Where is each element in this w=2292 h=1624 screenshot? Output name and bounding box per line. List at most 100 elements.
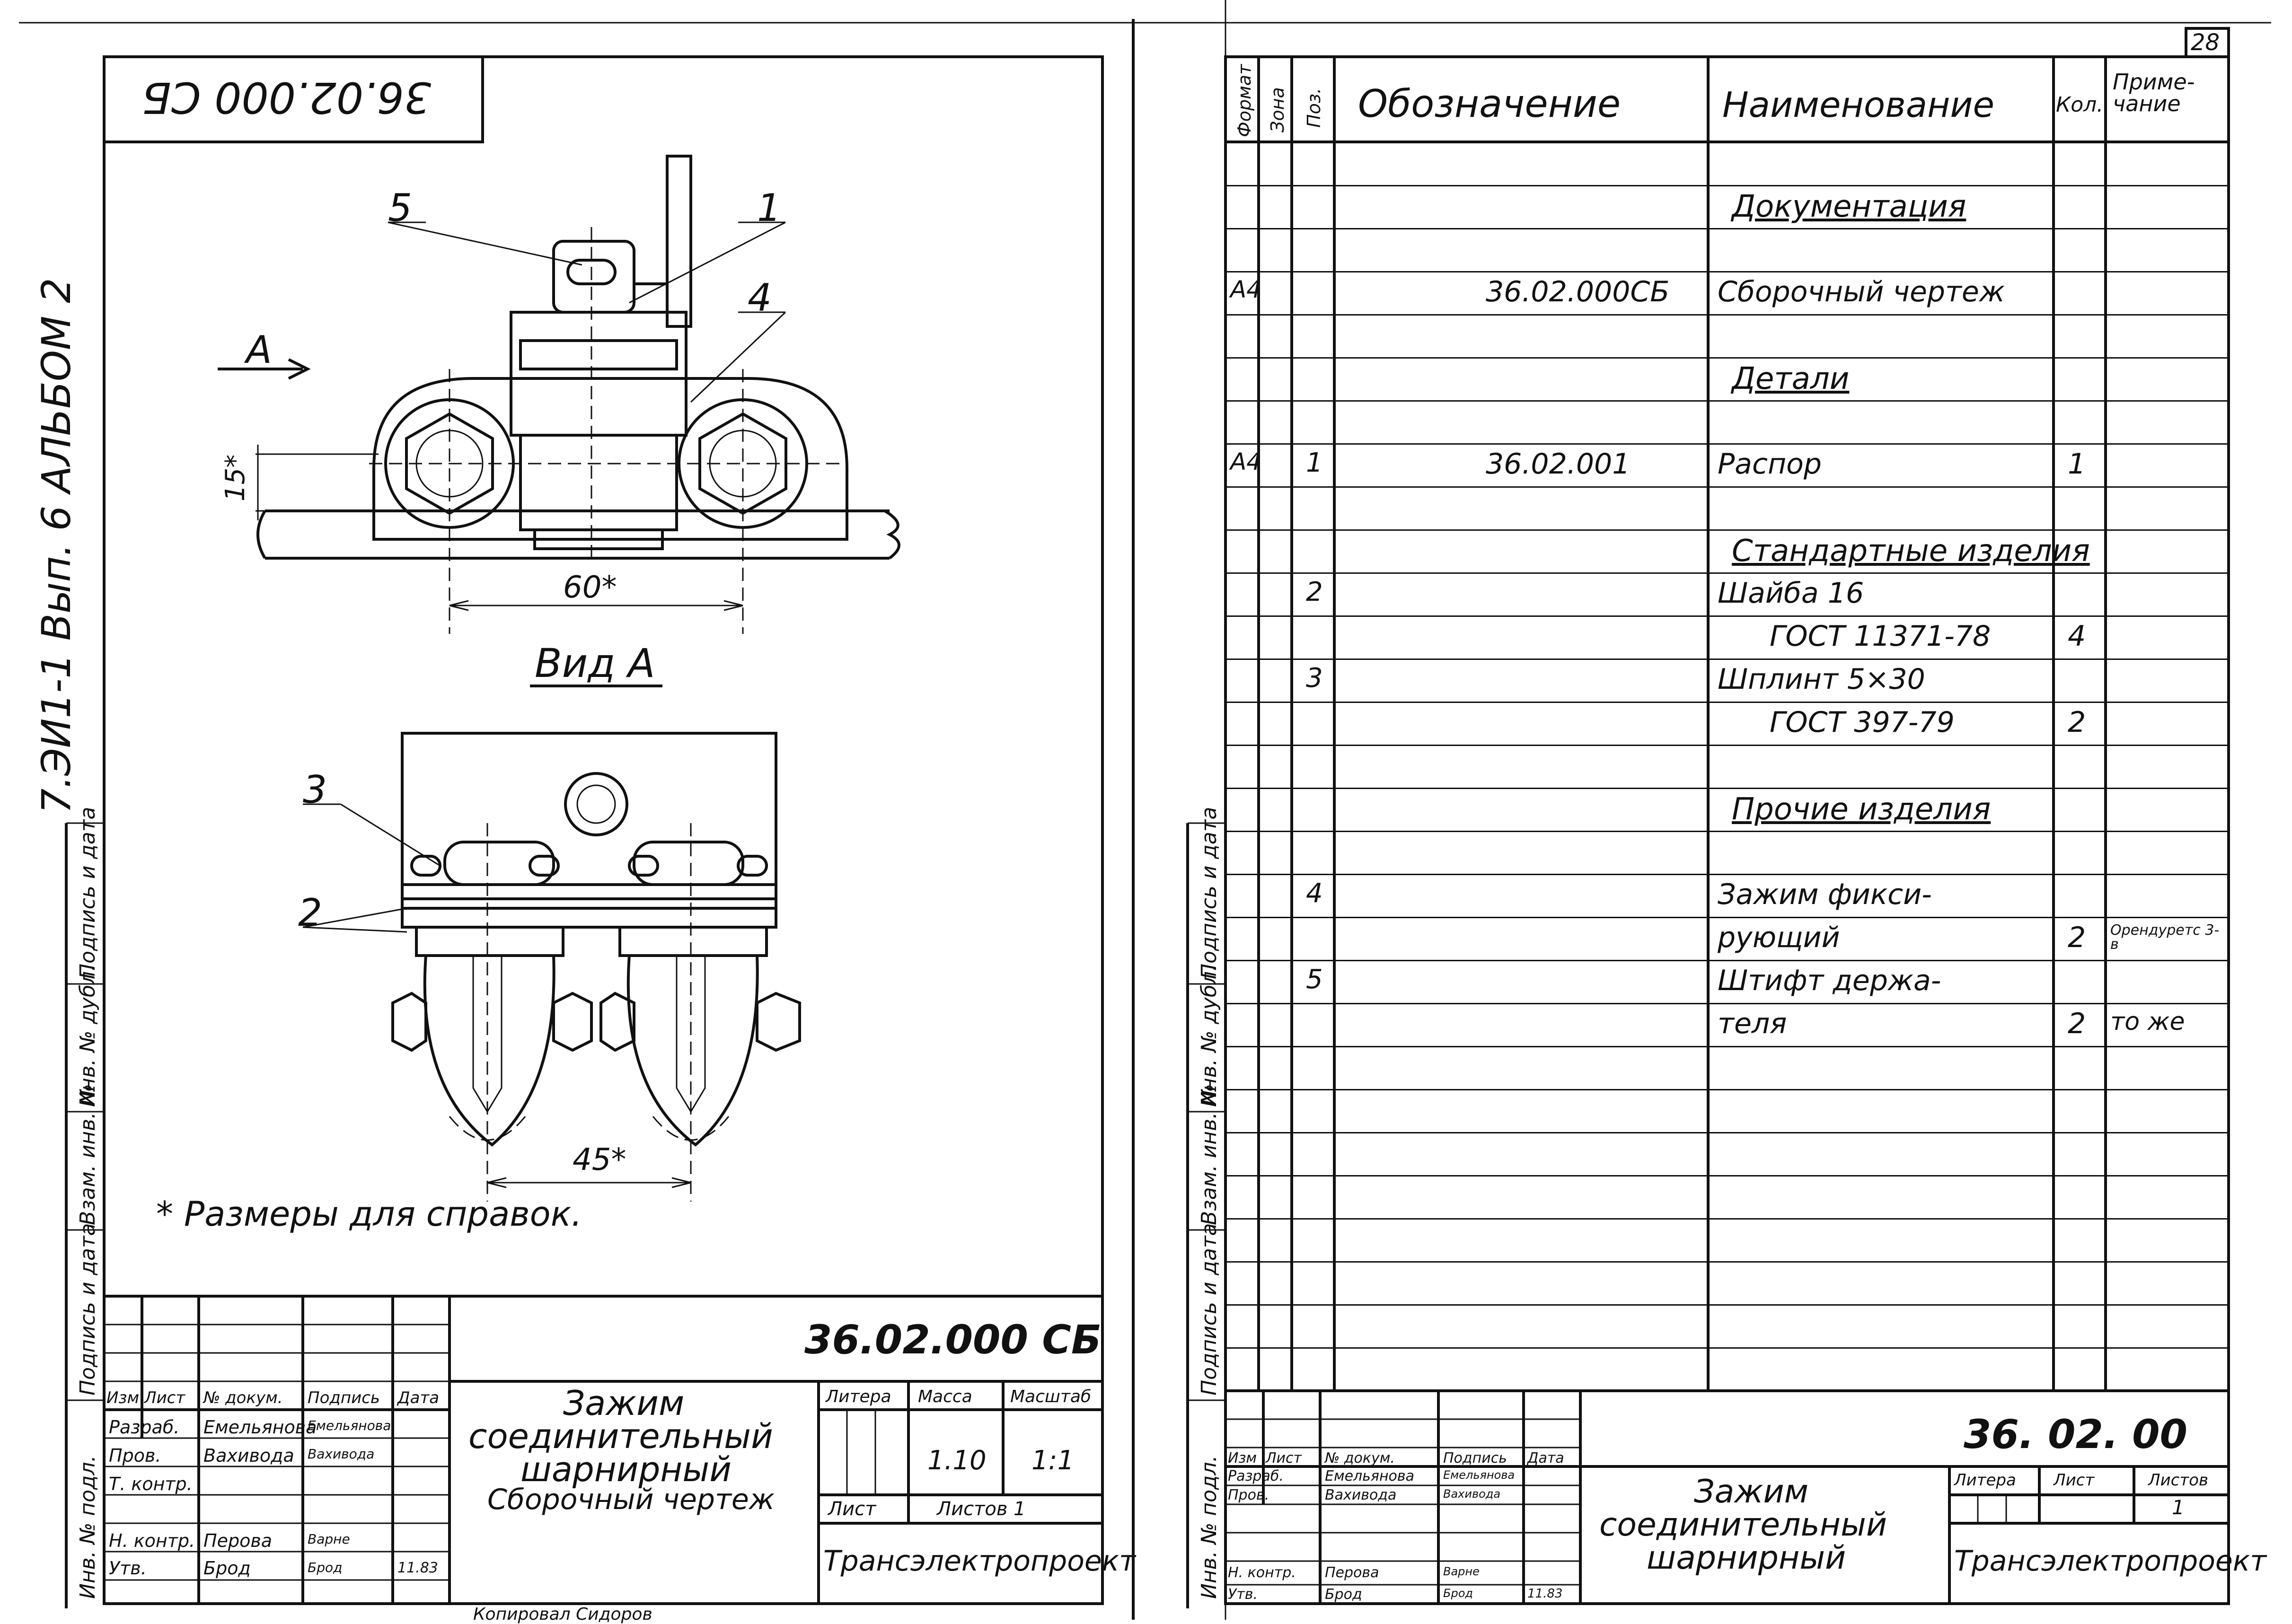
tb-scale-label: Масштаб (1010, 1387, 1092, 1406)
spec-qty: 2 (2068, 921, 2086, 954)
spec-row-line (1225, 1390, 2229, 1392)
tb-mass-label: Масса (918, 1387, 972, 1406)
tb-org: Трансэлектропроект (823, 1545, 1136, 1578)
spec-row-line (1225, 1046, 2229, 1047)
hdr-note: Приме-чание (2113, 69, 2195, 116)
strip-label: Инв. № подл. (1197, 1455, 1221, 1599)
spec-designation: 36.02.000СБ (1486, 275, 1670, 308)
strip-label: Подпись и дата (1197, 807, 1221, 979)
tb-name: Перова (1325, 1564, 1379, 1581)
footnote: * Размеры для справок. (156, 1194, 582, 1234)
strip-label: Подпись и дата (76, 1223, 100, 1396)
right-tb-title-1: Зажим (1694, 1473, 1809, 1510)
spec-row-line (1225, 745, 2229, 746)
spec-note: то же (2110, 1008, 2185, 1036)
left-tb-designation: 36.02.000 СБ (804, 1317, 1102, 1363)
tb-sheet-label: Лист (2054, 1471, 2095, 1490)
spec-row-line (1225, 615, 2229, 617)
dim-60: 60* (563, 570, 617, 605)
tb-col: № докум. (1325, 1450, 1395, 1466)
spec-row-line (1225, 1218, 2229, 1220)
spec-row-line (1225, 271, 2229, 272)
tb-scale: 1:1 (1031, 1445, 1075, 1476)
spec-row-line (1225, 1261, 2229, 1263)
tb-sheets-label: Листов 1 (937, 1498, 1026, 1520)
spec-name: Зажим фикси- (1718, 878, 1932, 911)
album-label: 7.ЭИ1-1 Вып. 6 АЛЬБОМ 2 (33, 278, 79, 814)
spec-row-line (1225, 1175, 2229, 1176)
spec-row-line (1225, 572, 2229, 574)
tb-sign: Брод (1443, 1587, 1473, 1600)
left-tb-title-1: Зажим (563, 1383, 685, 1423)
left-tb-title-3: шарнирный (520, 1449, 732, 1489)
strip-label: Подпись и дата (76, 807, 100, 979)
tb-role: Разраб. (109, 1417, 180, 1438)
left-sheet-frame (103, 55, 1104, 1605)
spec-row-line (1225, 314, 2229, 316)
tb-name: Брод (203, 1558, 251, 1579)
tb-name: Емельянова (1325, 1468, 1414, 1484)
dim-45: 45* (573, 1142, 626, 1177)
spec-designation: 36.02.001 (1486, 448, 1631, 481)
spec-pos: 1 (1306, 448, 1323, 478)
spec-row-line (1225, 960, 2229, 961)
callout-3: 3 (303, 768, 327, 812)
tb-col: Лист (1266, 1450, 1302, 1466)
tb-role: Т. контр. (109, 1474, 193, 1494)
spec-qty: 2 (2068, 706, 2086, 739)
spec-pos: 5 (1306, 964, 1323, 995)
left-title-block (104, 1295, 1102, 1604)
spec-name: Шайба 16 (1718, 577, 1864, 610)
callout-5: 5 (388, 186, 412, 230)
left-tb-title-4: Сборочный чертеж (487, 1483, 775, 1516)
spec-row-line (1225, 1304, 2229, 1306)
spec-name: Прочие изделия (1732, 792, 1991, 827)
tb-name: Вахивода (1325, 1487, 1397, 1503)
spec-row-line (1225, 874, 2229, 875)
right-tb-designation: 36. 02. 00 (1964, 1411, 2187, 1457)
tb-sheets-label: Листов (2148, 1471, 2209, 1490)
rotated-code: 36.02.000 СБ (142, 72, 432, 122)
tb-role: Н. контр. (1228, 1564, 1296, 1581)
spec-row-line (1225, 443, 2229, 445)
tb-role: Утв. (109, 1558, 147, 1579)
strip-label: Взам. инв. № (76, 1084, 100, 1225)
tb-sign: Варне (308, 1531, 350, 1547)
tb-org: Трансэлектропроект (1954, 1545, 2267, 1578)
spec-name: Документация (1732, 189, 1966, 224)
spec-qty: 4 (2068, 620, 2086, 653)
spec-note: Орендуретс 3-в (2110, 922, 2220, 953)
spec-row-line (1225, 1347, 2229, 1349)
callout-1: 1 (757, 186, 781, 230)
spec-row-line (1225, 831, 2229, 832)
spec-row-line (1225, 658, 2229, 660)
spec-pos: 2 (1306, 577, 1323, 607)
spec-row-line (1225, 486, 2229, 488)
hdr-format: Формат (1234, 64, 1255, 137)
view-a-title: Вид А (535, 640, 655, 686)
main-view-drawing (218, 155, 900, 687)
spec-name: ГОСТ 397-79 (1770, 706, 1955, 739)
tb-date: 11.83 (1527, 1587, 1563, 1601)
right-sheet-frame (1224, 55, 2230, 1605)
callout-4: 4 (748, 276, 772, 320)
spec-format: А4 (1230, 448, 1262, 475)
tb-sign: Варне (1443, 1565, 1480, 1578)
hdr-zone: Зона (1267, 87, 1288, 132)
spec-row-line (1225, 357, 2229, 359)
spec-row-line (1225, 1089, 2229, 1090)
tb-col: Изм (1228, 1450, 1257, 1466)
tb-col: Изм (106, 1388, 140, 1407)
page-number: 28 (2191, 29, 2220, 56)
left-tb-title-2: соединительный (468, 1416, 773, 1456)
strip-label: Подпись и дата (1197, 1223, 1221, 1396)
tb-sign: Вахивода (308, 1446, 375, 1462)
tb-col: Подпись (1443, 1450, 1507, 1466)
spec-name: ГОСТ 11371-78 (1770, 620, 1991, 653)
spec-row-line (1225, 185, 2229, 186)
spec-name: Стандартные изделия (1732, 534, 2090, 569)
hdr-pos: Поз. (1304, 88, 1324, 128)
spec-qty: 2 (2068, 1007, 2086, 1040)
tb-name: Брод (1325, 1586, 1362, 1603)
